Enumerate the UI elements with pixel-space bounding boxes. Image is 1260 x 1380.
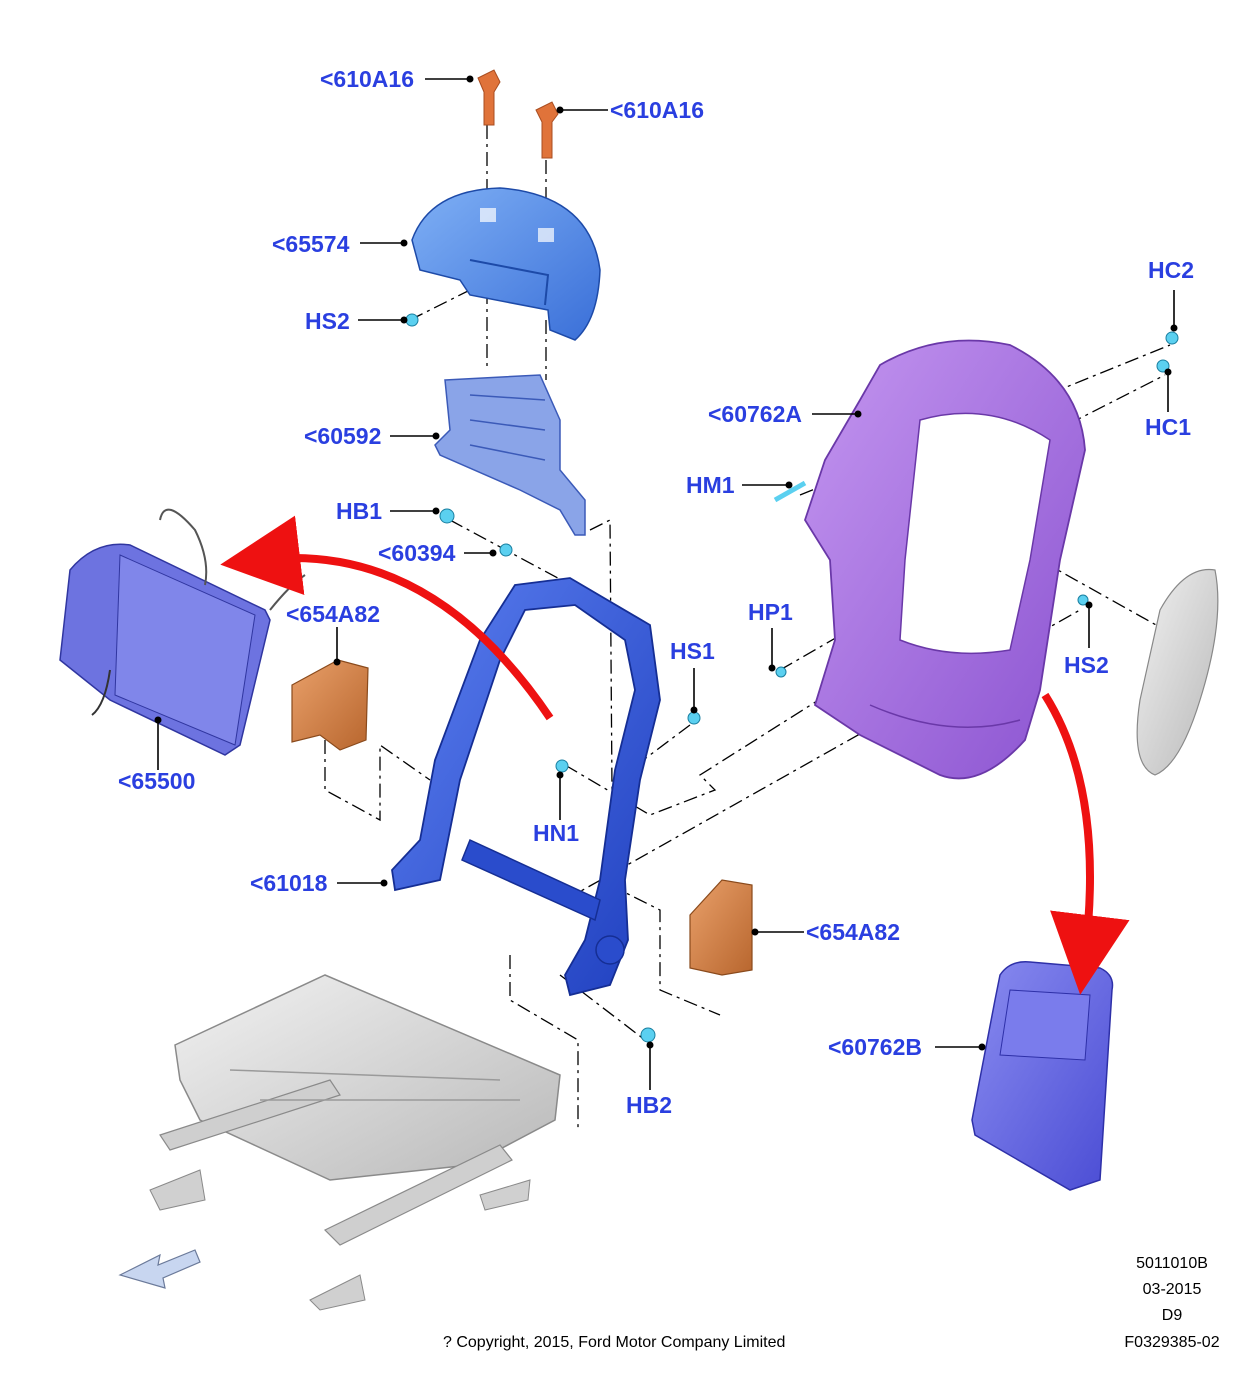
label-hs1: HS1 [670, 638, 715, 664]
headrest-guide-right [535, 101, 559, 159]
red-arrow-left [220, 515, 554, 721]
label-65574: <65574 [272, 231, 350, 257]
seat-track-frame [149, 974, 561, 1311]
label-654a82-right: <654A82 [806, 919, 900, 945]
footer-code: D9 [1162, 1307, 1183, 1324]
seatback-cover [804, 339, 1086, 780]
label-60592: <60592 [304, 423, 381, 449]
label-hc2: HC2 [1148, 257, 1194, 283]
pad-left [291, 659, 369, 751]
label-60394: <60394 [378, 540, 456, 566]
footer-ref: 5011010B [1136, 1255, 1208, 1272]
headrest-shell [411, 187, 601, 341]
lumbar-bracket [434, 374, 586, 536]
headrest-guide-left [477, 69, 501, 126]
label-654a82-left: <654A82 [286, 601, 380, 627]
label-hb2: HB2 [626, 1092, 672, 1118]
label-60762a: <60762A [708, 401, 802, 427]
leader-lines [154, 75, 1178, 1090]
label-hn1: HN1 [533, 820, 579, 846]
red-arrow-right [1041, 692, 1130, 995]
footer-date: 03-2015 [1143, 1281, 1202, 1298]
label-hs2-left: HS2 [305, 308, 350, 334]
seatback-frame [391, 577, 661, 997]
fastener-icons [405, 313, 1179, 1043]
side-trim [1136, 568, 1219, 776]
label-610a16-top: <610A16 [320, 66, 414, 92]
label-hb1: HB1 [336, 498, 382, 524]
lumbar-module [59, 508, 306, 756]
label-hc1: HC1 [1145, 414, 1191, 440]
label-hs2-right: HS2 [1064, 652, 1109, 678]
label-61018: <61018 [250, 870, 328, 896]
footer-copyright: ? Copyright, 2015, Ford Motor Company Li… [443, 1334, 785, 1351]
forward-direction-arrow-icon [118, 1249, 201, 1289]
footer-figure-id: F0329385-02 [1124, 1334, 1219, 1351]
label-60762b: <60762B [828, 1034, 922, 1060]
pad-right [689, 879, 753, 976]
label-610a16-right: <610A16 [610, 97, 704, 123]
label-hp1: HP1 [748, 599, 793, 625]
label-hm1: HM1 [686, 472, 735, 498]
label-65500: <65500 [118, 768, 195, 794]
back-panel [971, 961, 1114, 1191]
